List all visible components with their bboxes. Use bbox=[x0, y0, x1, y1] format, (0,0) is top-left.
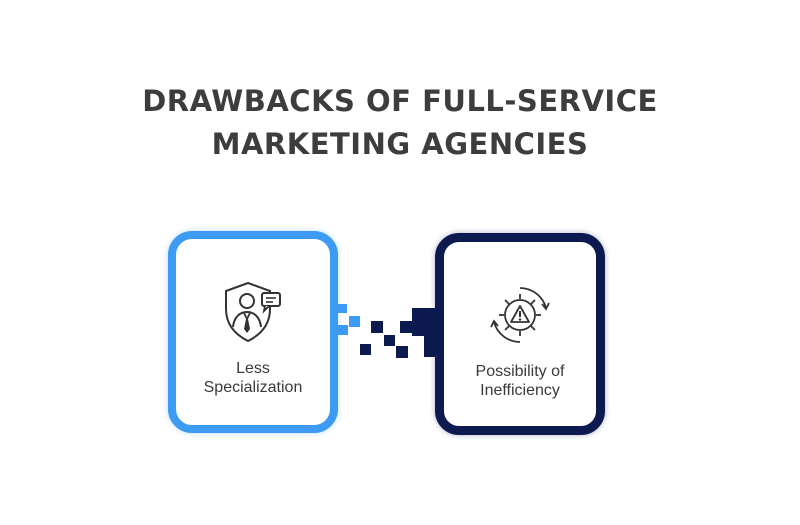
card-label-line-1: Less bbox=[236, 360, 270, 377]
card-label: Possibility of Inefficiency bbox=[444, 362, 596, 400]
connector-square bbox=[400, 321, 412, 333]
connector-square bbox=[396, 346, 408, 358]
gear-warning-icon bbox=[490, 287, 550, 343]
card-label-line-1: Possibility of bbox=[475, 363, 565, 380]
title-line-1: DRAWBACKS OF FULL-SERVICE bbox=[142, 84, 658, 118]
shield-person-chat-icon bbox=[225, 281, 281, 343]
connector-square bbox=[338, 304, 347, 313]
card-label-line-2: Specialization bbox=[203, 379, 303, 396]
connector-block bbox=[412, 308, 437, 336]
connector-square bbox=[360, 344, 371, 355]
connector-square bbox=[349, 316, 360, 327]
card-label-line-2: Inefficiency bbox=[480, 382, 560, 399]
connector-square bbox=[384, 335, 395, 346]
connector-square bbox=[338, 325, 348, 335]
page-title: DRAWBACKS OF FULL-SERVICE MARKETING AGEN… bbox=[0, 80, 800, 166]
card-possibility-of-inefficiency: Possibility of Inefficiency bbox=[435, 233, 605, 435]
title-line-2: MARKETING AGENCIES bbox=[211, 127, 589, 161]
card-less-specialization: Less Specialization bbox=[168, 231, 338, 433]
card-label: Less Specialization bbox=[176, 359, 330, 397]
connector-square bbox=[371, 321, 383, 333]
